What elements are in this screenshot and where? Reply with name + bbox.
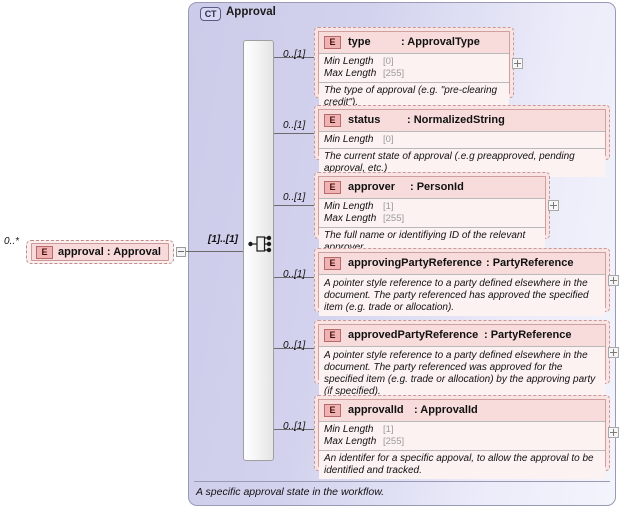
expand-icon[interactable] — [608, 347, 619, 358]
element-type: : PartyReference — [486, 257, 574, 269]
facet-name: Max Length — [324, 436, 377, 447]
root-element-box[interactable]: E — [31, 243, 169, 261]
element-documentation: A pointer style reference to a party def… — [319, 347, 605, 400]
facet-value: [0] — [383, 56, 394, 67]
element-name: status — [348, 114, 381, 126]
annotation-divider — [194, 481, 610, 482]
facet-name: Min Length — [324, 424, 374, 435]
facet-list: Min Length [0] — [319, 132, 605, 149]
complex-type-title: Approval — [226, 6, 276, 18]
facet-row: Min Length [0] — [319, 56, 509, 68]
root-element-cardinality: 0..* — [4, 236, 20, 247]
element-documentation: An identifer for a specific appoval, to … — [319, 451, 605, 479]
element-card-approvingPartyReference[interactable]: E approvingPartyReference : PartyReferen… — [314, 248, 610, 316]
connector-line — [274, 57, 316, 58]
expand-icon[interactable] — [608, 275, 619, 286]
element-type: : PartyReference — [484, 329, 572, 341]
element-name: type — [348, 36, 371, 48]
child-cardinality: 0..[1] — [283, 421, 306, 432]
connector-line — [274, 205, 316, 206]
element-type: : NormalizedString — [407, 114, 505, 126]
element-badge-icon: E — [324, 329, 341, 342]
root-element-label: approval : Approval — [58, 246, 161, 258]
expand-icon[interactable] — [548, 200, 559, 211]
child-cardinality: 0..[1] — [283, 340, 306, 351]
element-badge-icon: E — [324, 257, 341, 270]
element-title-row: E approvedPartyReference : PartyReferenc… — [319, 325, 605, 347]
facet-row: Min Length [0] — [319, 134, 605, 146]
child-cardinality: 0..[1] — [283, 120, 306, 131]
element-name: approvingPartyReference — [348, 257, 482, 269]
element-badge-icon: E — [324, 404, 341, 417]
facet-name: Max Length — [324, 213, 377, 224]
root-connector-cardinality: [1]..[1] — [208, 234, 238, 245]
facet-name: Min Length — [324, 201, 374, 212]
element-badge-icon: E — [324, 36, 341, 49]
facet-list: Min Length [1] Max Length [255] — [319, 199, 545, 228]
child-cardinality: 0..[1] — [283, 49, 306, 60]
connector-line — [274, 348, 316, 349]
element-documentation: A pointer style reference to a party def… — [319, 275, 605, 316]
expand-icon[interactable] — [608, 427, 619, 438]
element-name: approver — [348, 181, 396, 193]
element-type: : ApprovalType — [401, 36, 480, 48]
facet-row: Max Length [255] — [319, 436, 605, 448]
facet-row: Max Length [255] — [319, 213, 545, 225]
element-badge-icon: E — [324, 114, 341, 127]
element-title-row: E type : ApprovalType — [319, 32, 509, 54]
element-type: : ApprovalId — [414, 404, 478, 416]
facet-value: [255] — [383, 68, 405, 79]
element-card-approver[interactable]: E approver : PersonId Min Length [1] Max… — [314, 172, 550, 256]
element-card-type[interactable]: E type : ApprovalType Min Length [0] Max… — [314, 27, 514, 111]
complex-type-badge: CT — [200, 7, 221, 21]
root-connector-line — [186, 251, 243, 252]
connector-line — [274, 277, 316, 278]
element-title-row: E approver : PersonId — [319, 177, 545, 199]
element-name: approvedPartyReference — [348, 329, 479, 341]
facet-value: [255] — [383, 213, 405, 224]
connector-line — [274, 133, 316, 134]
facet-value: [0] — [383, 134, 394, 145]
element-title-row: E approvingPartyReference : PartyReferen… — [319, 253, 605, 275]
child-cardinality: 0..[1] — [283, 192, 306, 203]
facet-value: [1] — [383, 424, 394, 435]
child-cardinality: 0..[1] — [283, 269, 306, 280]
element-type: : PersonId — [410, 181, 464, 193]
element-card-approvalId[interactable]: E approvalId : ApprovalId Min Length [1]… — [314, 395, 610, 479]
expand-icon[interactable] — [512, 58, 523, 69]
element-card-approvedPartyReference[interactable]: E approvedPartyReference : PartyReferenc… — [314, 320, 610, 400]
facet-row: Max Length [255] — [319, 68, 509, 80]
facet-list: Min Length [0] Max Length [255] — [319, 54, 509, 83]
element-name: approvalId — [348, 404, 404, 416]
element-badge-icon: E — [36, 246, 53, 259]
facet-value: [255] — [383, 436, 405, 447]
sequence-icon[interactable] — [248, 233, 272, 255]
facet-name: Max Length — [324, 68, 377, 79]
facet-name: Min Length — [324, 134, 374, 145]
facet-row: Min Length [1] — [319, 424, 605, 436]
element-title-row: E status : NormalizedString — [319, 110, 605, 132]
complex-type-annotation: A specific approval state in the workflo… — [196, 486, 385, 498]
element-title-row: E approvalId : ApprovalId — [319, 400, 605, 422]
facet-value: [1] — [383, 201, 394, 212]
facet-list: Min Length [1] Max Length [255] — [319, 422, 605, 451]
minus-icon[interactable] — [176, 247, 186, 257]
element-card-status[interactable]: E status : NormalizedString Min Length [… — [314, 105, 610, 177]
element-badge-icon: E — [324, 181, 341, 194]
facet-row: Min Length [1] — [319, 201, 545, 213]
connector-line — [274, 429, 316, 430]
facet-name: Min Length — [324, 56, 374, 67]
